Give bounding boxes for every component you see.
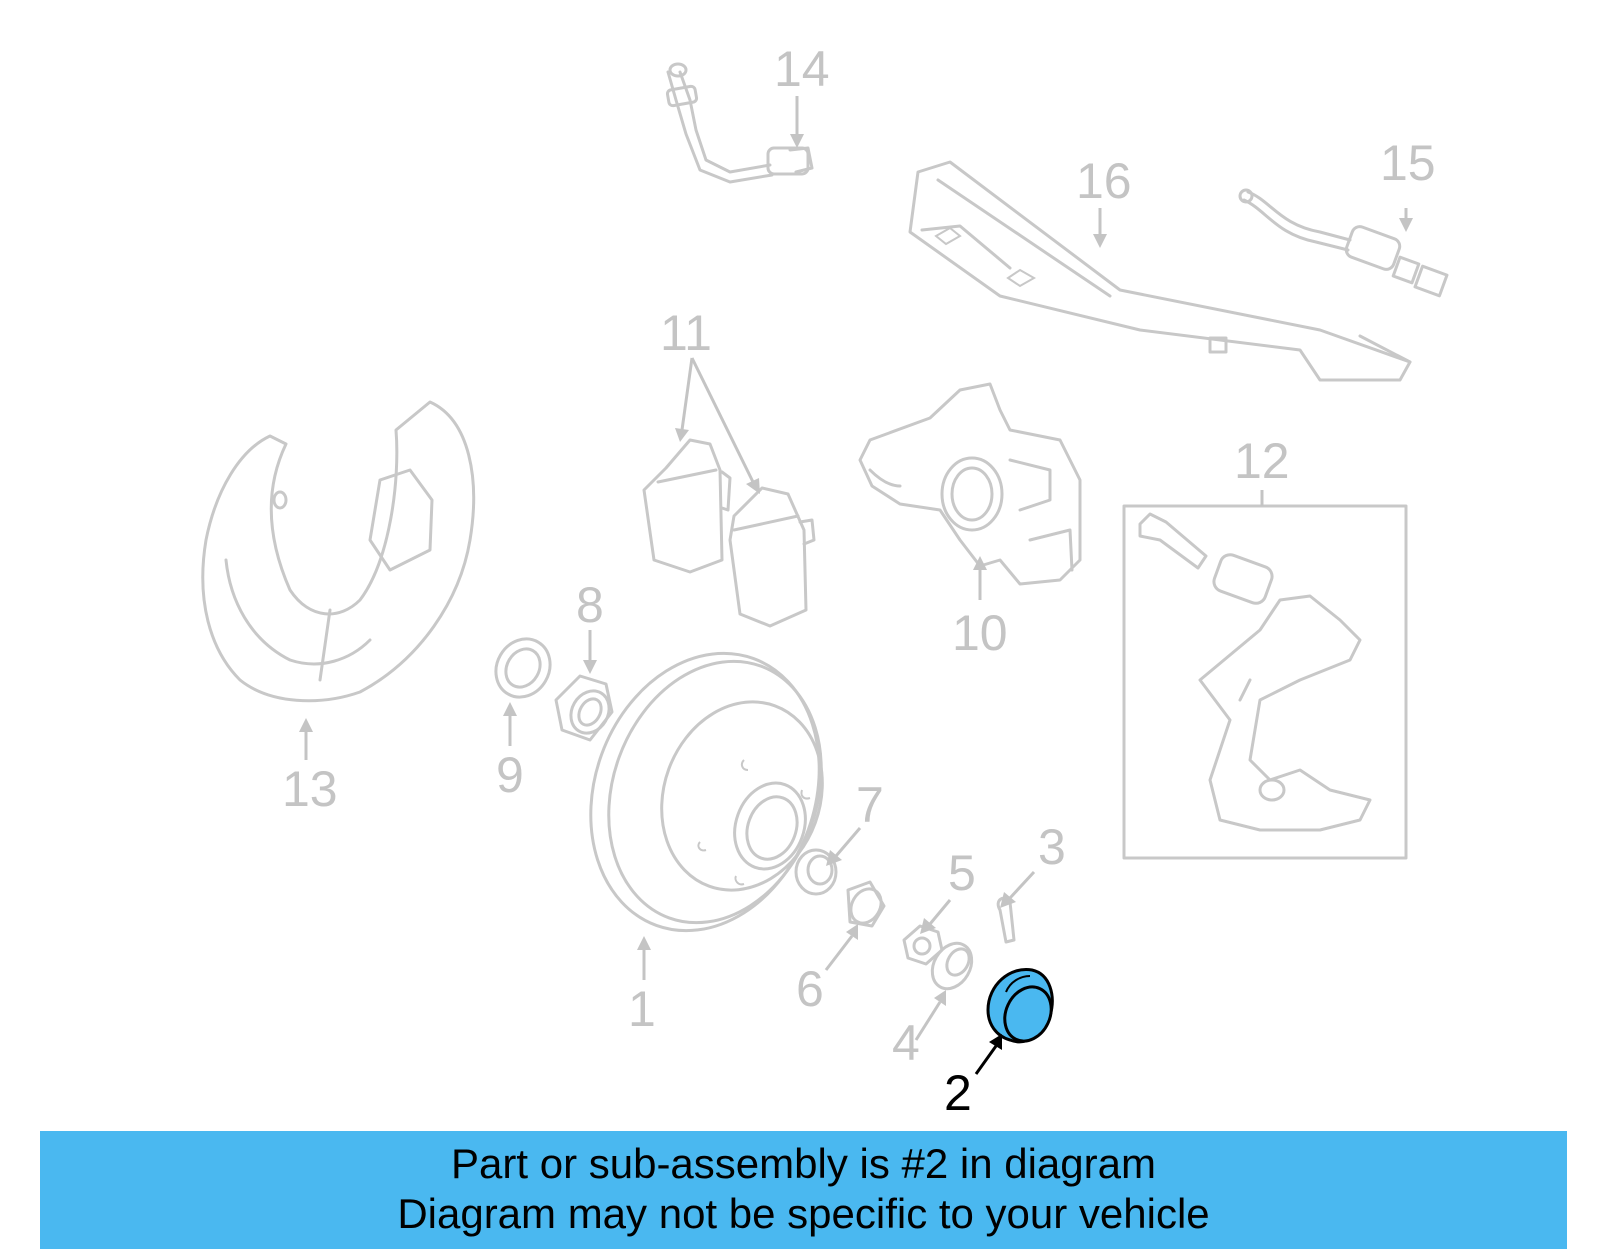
part-7-sleeve[interactable] xyxy=(794,848,838,896)
callout-11[interactable]: 11 xyxy=(660,305,712,361)
callout-1[interactable]: 1 xyxy=(628,981,656,1037)
callout-arrows xyxy=(299,96,1413,1075)
callout-15[interactable]: 15 xyxy=(1380,135,1436,191)
callout-3[interactable]: 3 xyxy=(1038,819,1066,875)
part-4-washer[interactable] xyxy=(924,936,979,996)
part-2-dust-cap[interactable] xyxy=(986,967,1060,1048)
part-1-brake-rotor[interactable] xyxy=(553,621,857,963)
part-16-trim-rail[interactable] xyxy=(908,160,1412,382)
part-12-caliper-carrier-kit[interactable] xyxy=(1122,504,1408,860)
callout-8[interactable]: 8 xyxy=(576,577,604,633)
banner-line-1: Part or sub-assembly is #2 in diagram xyxy=(451,1140,1156,1187)
callout-12[interactable]: 12 xyxy=(1234,433,1290,489)
callout-16[interactable]: 16 xyxy=(1076,153,1132,209)
callout-5[interactable]: 5 xyxy=(948,845,976,901)
part-14-brake-hose[interactable] xyxy=(665,62,814,184)
part-9-seal[interactable] xyxy=(485,629,560,707)
part-13-splash-shield[interactable] xyxy=(201,400,476,703)
callout-labels: 14 16 15 11 12 8 10 9 13 7 3 5 6 1 4 2 xyxy=(282,41,1436,1121)
callout-2[interactable]: 2 xyxy=(944,1065,972,1121)
part-11-brake-pads[interactable] xyxy=(642,438,816,628)
callout-9[interactable]: 9 xyxy=(496,747,524,803)
callout-14[interactable]: 14 xyxy=(774,41,830,97)
info-banner: Part or sub-assembly is #2 in diagram Di… xyxy=(40,1131,1567,1249)
banner-line-2: Diagram may not be specific to your vehi… xyxy=(397,1190,1210,1237)
callout-4[interactable]: 4 xyxy=(892,1015,920,1071)
part-10-brake-caliper[interactable] xyxy=(858,382,1082,586)
callout-7[interactable]: 7 xyxy=(856,777,884,833)
callout-6[interactable]: 6 xyxy=(796,961,824,1017)
callout-10[interactable]: 10 xyxy=(952,605,1008,661)
part-8-bearing[interactable] xyxy=(554,674,617,742)
part-6-outer-bearing[interactable] xyxy=(845,880,887,929)
part-15-wear-sensor[interactable] xyxy=(1238,188,1449,298)
callout-13[interactable]: 13 xyxy=(282,761,338,817)
